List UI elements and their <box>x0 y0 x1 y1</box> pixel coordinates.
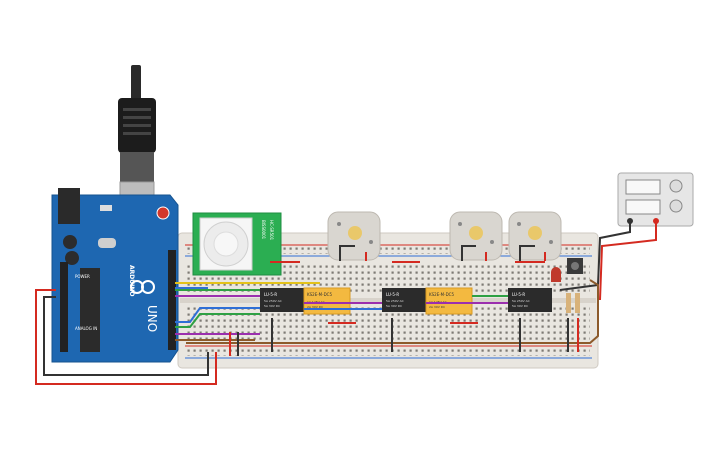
relay-2[interactable]: LU-5-R 5A 250V AC 5A 30V DC <box>382 288 426 312</box>
relay-1-spec-1: 5A 250V AC <box>264 299 282 303</box>
power-supply[interactable] <box>617 172 694 227</box>
jumper-wires <box>229 261 579 356</box>
pir-side-label-1: BISS0001 <box>261 220 266 240</box>
relay-3-spec-2: 5A 30V DC <box>512 304 528 308</box>
power-header-label: POWER <box>75 274 90 279</box>
relay-2-spec-2: 5A 30V DC <box>386 304 402 308</box>
relay-1[interactable]: LU-5-R 5A 250V AC 5A 30V DC <box>260 288 304 312</box>
arduino-brand-label: ARDUINO <box>128 265 135 296</box>
red-led[interactable] <box>551 267 561 282</box>
opto-1-spec-2: 2A 30V DC <box>307 305 323 309</box>
relay-3-spec-1: 5A 250V AC <box>512 299 530 303</box>
arduino-model-label: UNO <box>145 305 159 332</box>
arduino-logo <box>130 280 155 294</box>
relay-1-spec-2: 5A 30V DC <box>264 304 280 308</box>
opto-module-1[interactable]: KS2E-M-DC5 1A 125V AC 2A 30V DC <box>303 287 351 315</box>
dc-motor-1[interactable] <box>327 211 381 261</box>
resistors <box>566 293 580 313</box>
pushbutton[interactable] <box>567 258 583 274</box>
relay-3-label: LU-5-R <box>512 292 525 297</box>
relay-2-spec-1: 5A 250V AC <box>386 299 404 303</box>
pir-sensor[interactable]: BISS0001 HC-SR501 <box>192 212 282 276</box>
signal-wires <box>35 245 599 385</box>
opto-2-label: KS2E-M-DC5 <box>429 292 454 297</box>
analog-header-label: ANALOG IN <box>75 326 97 331</box>
relay-1-label: LU-5-R <box>264 292 277 297</box>
pir-side-label-2: HC-SR501 <box>269 220 274 241</box>
opto-2-spec-2: 2A 30V DC <box>429 305 445 309</box>
dc-motor-3[interactable] <box>508 211 562 261</box>
arduino-uno-board[interactable]: ARDUINO UNO POWER ANALOG IN <box>51 188 179 363</box>
opto-module-2[interactable]: KS2E-M-DC5 1A 125V AC 2A 30V DC <box>425 287 473 315</box>
relay-3[interactable]: LU-5-R 5A 250V AC 5A 30V DC <box>508 288 552 312</box>
opto-1-label: KS2E-M-DC5 <box>307 292 332 297</box>
relay-2-label: LU-5-R <box>386 292 399 297</box>
dc-motor-2[interactable] <box>449 211 503 261</box>
supply-wires <box>559 221 657 301</box>
